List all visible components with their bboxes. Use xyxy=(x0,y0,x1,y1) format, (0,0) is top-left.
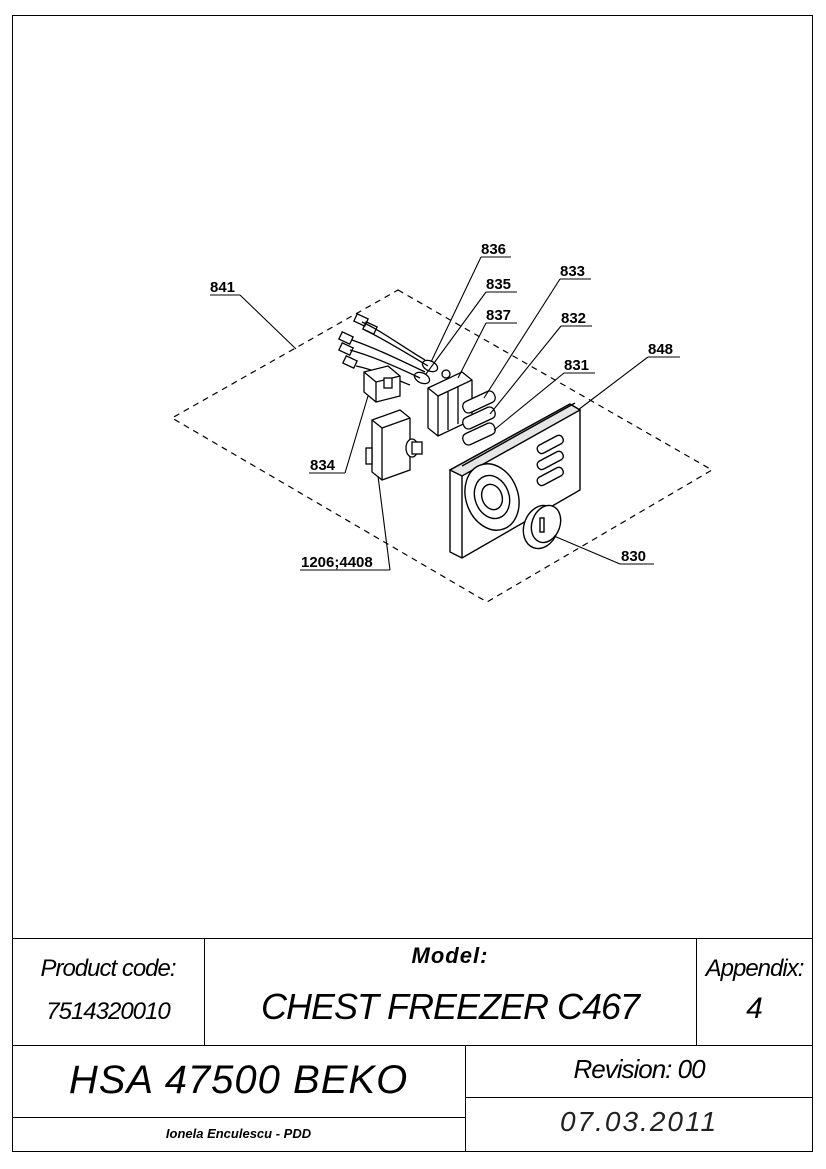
callout-830: 830 xyxy=(621,548,646,565)
callout-1206-4408: 1206;4408 xyxy=(301,554,373,571)
model-value: CHEST FREEZER C467 xyxy=(260,986,640,1027)
thermostat-1206 xyxy=(365,409,423,481)
product-name: HSA 47500 BEKO xyxy=(68,1058,409,1102)
wire-harness xyxy=(338,312,439,386)
model-label: Model: xyxy=(411,943,489,968)
control-panel-848 xyxy=(448,402,582,559)
appendix-label: Appendix: xyxy=(705,955,805,982)
revision-label: Revision: 00 xyxy=(573,1054,705,1084)
product-code-label: Product code: xyxy=(40,955,176,982)
callout-837: 837 xyxy=(486,307,511,324)
callout-848: 848 xyxy=(648,341,673,358)
indicator-lenses xyxy=(462,390,496,446)
callout-832: 832 xyxy=(561,310,586,327)
callout-836: 836 xyxy=(481,241,506,258)
product-code-value: 7514320010 xyxy=(46,998,170,1025)
callout-835: 835 xyxy=(486,276,511,293)
callout-831: 831 xyxy=(564,357,589,374)
callout-833: 833 xyxy=(560,263,585,280)
drawing-frame xyxy=(12,15,813,1152)
revision-date: 07.03.2011 xyxy=(559,1106,719,1137)
appendix-value: 4 xyxy=(746,992,763,1025)
switch-834 xyxy=(363,365,401,403)
callout-834: 834 xyxy=(310,457,336,474)
callout-841: 841 xyxy=(210,279,235,296)
knob-830 xyxy=(522,504,562,550)
bracket-837 xyxy=(427,369,473,437)
leader-lines xyxy=(210,256,680,571)
author: Ionela Enculescu - PDD xyxy=(165,1126,312,1141)
